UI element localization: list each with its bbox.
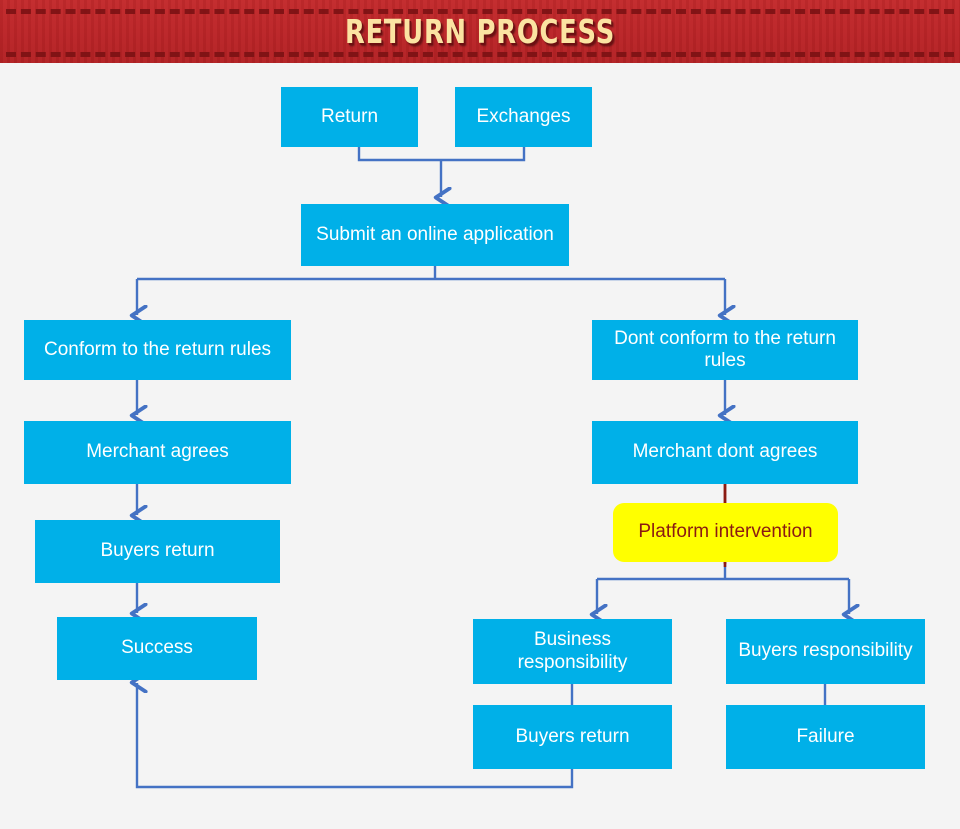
- node-platform-intervention[interactable]: Platform intervention: [613, 503, 838, 562]
- node-merchant-dont-agrees[interactable]: Merchant dont agrees: [592, 421, 858, 484]
- node-label: Conform to the return rules: [43, 338, 272, 360]
- edge-return-exchanges-merge: [357, 147, 526, 162]
- node-label: Return: [320, 105, 379, 127]
- node-return[interactable]: Return: [281, 87, 418, 147]
- node-label: Merchant dont agrees: [632, 441, 818, 463]
- page-title: RETURN PROCESS: [344, 12, 616, 51]
- node-label: Submit an online application: [316, 223, 554, 245]
- node-label: Merchant agrees: [86, 441, 229, 463]
- node-failure[interactable]: Failure: [726, 705, 925, 769]
- node-buyers-return-left[interactable]: Buyers return: [35, 520, 280, 583]
- node-label: Platform intervention: [638, 521, 813, 543]
- flow-canvas: Return Exchanges Submit an online applic…: [0, 63, 960, 829]
- edge-buyers-return-to-success-loop: [137, 683, 574, 789]
- node-label: Dont conform to the return rules: [614, 327, 836, 371]
- node-dont-conform-to-return-rules[interactable]: Dont conform to the return rules: [592, 320, 858, 380]
- node-submit-online-application[interactable]: Submit an online application: [301, 204, 569, 266]
- connector-layer: [0, 147, 960, 789]
- node-merchant-agrees[interactable]: Merchant agrees: [24, 421, 291, 484]
- header-banner: RETURN PROCESS: [0, 0, 960, 63]
- node-label: Buyers responsibility: [738, 640, 913, 662]
- node-label: Business responsibility: [517, 629, 628, 673]
- node-business-responsibility[interactable]: Business responsibility: [473, 619, 672, 684]
- node-success[interactable]: Success: [57, 617, 257, 680]
- node-buyers-return-right[interactable]: Buyers return: [473, 705, 672, 769]
- node-label: Buyers return: [515, 725, 630, 747]
- node-buyers-responsibility[interactable]: Buyers responsibility: [726, 619, 925, 684]
- node-label: Success: [121, 637, 193, 659]
- node-label: Failure: [796, 725, 855, 747]
- node-label: Exchanges: [476, 105, 571, 127]
- node-label: Buyers return: [100, 540, 215, 562]
- banner-stitch-bottom-icon: [6, 52, 954, 57]
- node-exchanges[interactable]: Exchanges: [455, 87, 592, 147]
- banner-stitch-top-icon: [6, 9, 954, 14]
- node-conform-to-return-rules[interactable]: Conform to the return rules: [24, 320, 291, 380]
